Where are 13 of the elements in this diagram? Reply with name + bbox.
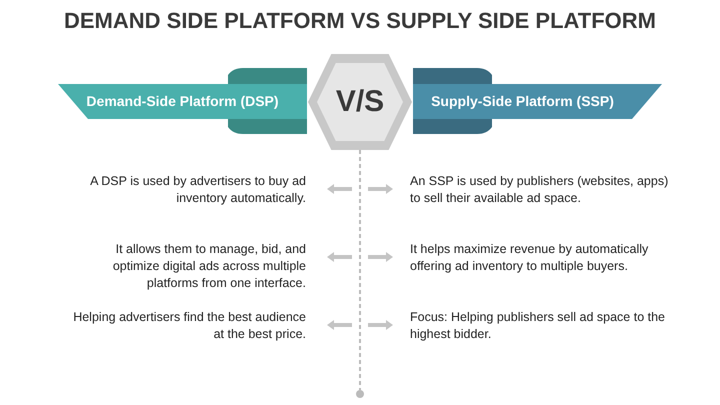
versus-label: V/S (334, 84, 386, 120)
description-text: Helping advertisers find the best audience at the best price. (72, 309, 306, 343)
versus-hexagon (308, 54, 412, 150)
description-text: A DSP is used by advertisers to buy ad inventory automatically. (89, 173, 306, 207)
banner-title: Supply-Side Platform (SSP) (430, 92, 615, 111)
description-text: It allows them to manage, bid, and optimize digital ads across multiple platforms from one interface. (112, 241, 306, 292)
header-banner (58, 66, 307, 136)
description-text: An SSP is used by publishers (websites, apps) to sell their available ad space. (410, 173, 670, 207)
title: DEMAND SIDE PLATFORM VS SUPPLY SIDE PLATFORM (62, 8, 657, 34)
header-banner (413, 66, 662, 136)
description-text: Focus: Helping publishers sell ad space to the highest bidder. (410, 309, 666, 343)
banner-title: Demand-Side Platform (DSP) (85, 92, 280, 111)
description-text: It helps maximize revenue by automatically offering ad inventory to multiple buyers. (410, 241, 650, 275)
